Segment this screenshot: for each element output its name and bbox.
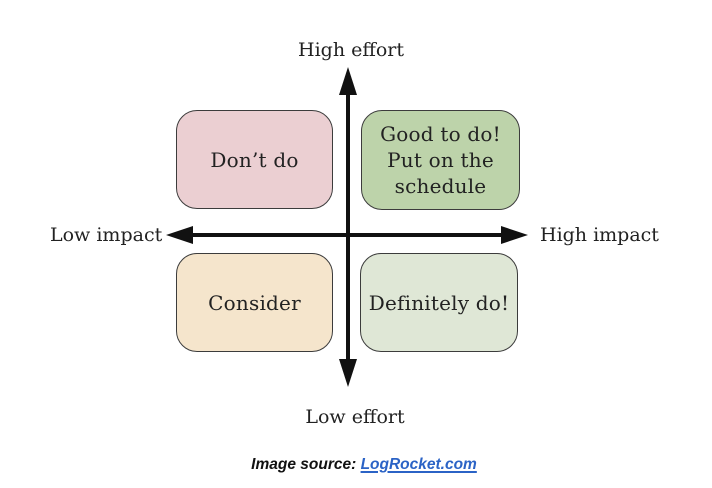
- axis-label-high-impact: High impact: [540, 224, 659, 246]
- arrowhead-up-icon: [339, 67, 357, 95]
- axis-label-low-impact: Low impact: [50, 224, 163, 246]
- arrowhead-left-icon: [166, 226, 193, 244]
- quadrant-definitely-do: Definitely do!: [360, 253, 518, 352]
- image-credit: Image source: LogRocket.com: [8, 456, 712, 474]
- quadrant-consider-label: Consider: [208, 290, 301, 315]
- quadrant-good-to-do-label: Good to do! Put on the schedule: [380, 122, 501, 198]
- image-credit-prefix: Image source:: [251, 456, 361, 473]
- axis-label-low-effort: Low effort: [305, 406, 405, 428]
- quadrant-good-to-do: Good to do! Put on the schedule: [361, 110, 520, 210]
- quadrant-definitely-do-label: Definitely do!: [368, 290, 510, 315]
- arrowhead-down-icon: [339, 359, 357, 387]
- axis-label-high-effort: High effort: [298, 39, 404, 61]
- arrowhead-right-icon: [501, 226, 528, 244]
- logrocket-link[interactable]: LogRocket.com: [360, 456, 477, 473]
- quadrant-dont-do-label: Don’t do: [210, 147, 299, 172]
- quadrant-consider: Consider: [176, 253, 333, 352]
- quadrant-dont-do: Don’t do: [176, 110, 333, 209]
